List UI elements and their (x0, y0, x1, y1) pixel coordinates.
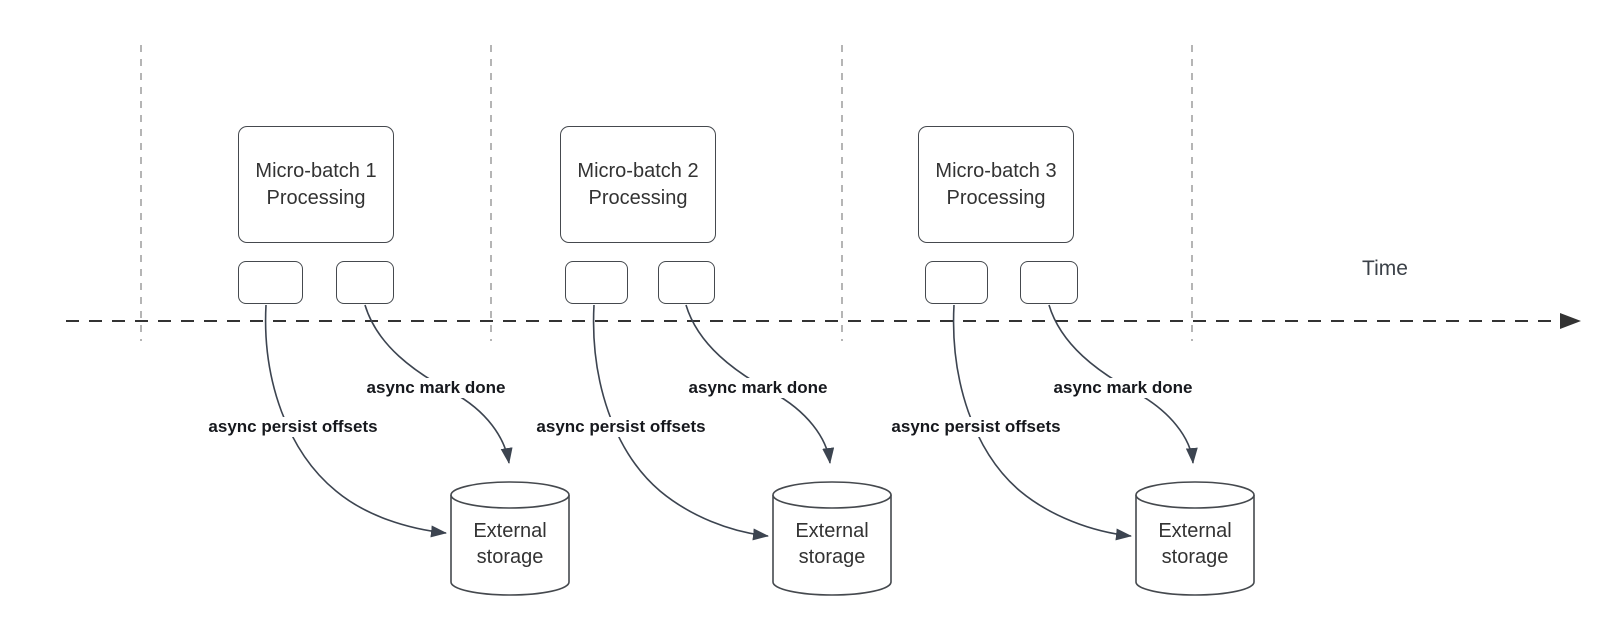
mark-done-label-3: async mark done (1050, 378, 1196, 398)
mark-done-label-1: async mark done (363, 378, 509, 398)
storage-label-2: External storage (773, 518, 891, 570)
task-box-3-left (925, 261, 988, 304)
persist-offsets-arrow-1 (264, 304, 447, 538)
task-box-3-right (1020, 261, 1078, 304)
storage-label-1-line1: External (473, 520, 547, 542)
storage-label-2-line2: storage (798, 546, 866, 568)
task-box-1-right (336, 261, 394, 304)
storage-cylinder-2 (772, 495, 892, 596)
persist-offsets-label-3: async persist offsets (888, 417, 1064, 437)
storage-cylinder-1-top (450, 481, 570, 509)
task-box-2-left (565, 261, 628, 304)
storage-cylinder-3 (1135, 495, 1255, 596)
micro-batch-2-title-line1: Micro-batch 2 (577, 159, 699, 182)
micro-batch-1-title-line1: Micro-batch 1 (255, 159, 377, 182)
storage-cylinder-1 (450, 495, 570, 596)
task-box-1-left (238, 261, 303, 304)
mark-done-label-2: async mark done (685, 378, 831, 398)
micro-batch-1-title-line2: Processing (266, 186, 366, 209)
storage-cylinder-2-top (772, 481, 892, 509)
task-box-2-right (658, 261, 715, 304)
micro-batch-3-processing-box: Micro-batch 3 Processing (918, 126, 1074, 243)
storage-label-1-line2: storage (476, 546, 544, 568)
storage-label-1: External storage (451, 518, 569, 570)
micro-batch-3-title-line2: Processing (946, 186, 1046, 209)
micro-batch-1-processing-box: Micro-batch 1 Processing (238, 126, 394, 243)
persist-offsets-arrow-2 (592, 304, 769, 541)
time-axis-arrowhead-icon (1560, 313, 1581, 329)
storage-label-3: External storage (1136, 518, 1254, 570)
persist-offsets-arrow-3 (952, 304, 1132, 541)
micro-batch-3-title-line1: Micro-batch 3 (935, 159, 1057, 182)
storage-label-2-line1: External (795, 520, 869, 542)
storage-label-3-line1: External (1158, 520, 1232, 542)
persist-offsets-label-1: async persist offsets (205, 417, 381, 437)
micro-batch-2-processing-box: Micro-batch 2 Processing (560, 126, 716, 243)
persist-offsets-label-2: async persist offsets (533, 417, 709, 437)
storage-cylinder-3-top (1135, 481, 1255, 509)
time-axis-label: Time (1362, 257, 1408, 280)
micro-batch-2-title-line2: Processing (588, 186, 688, 209)
storage-label-3-line2: storage (1161, 546, 1229, 568)
